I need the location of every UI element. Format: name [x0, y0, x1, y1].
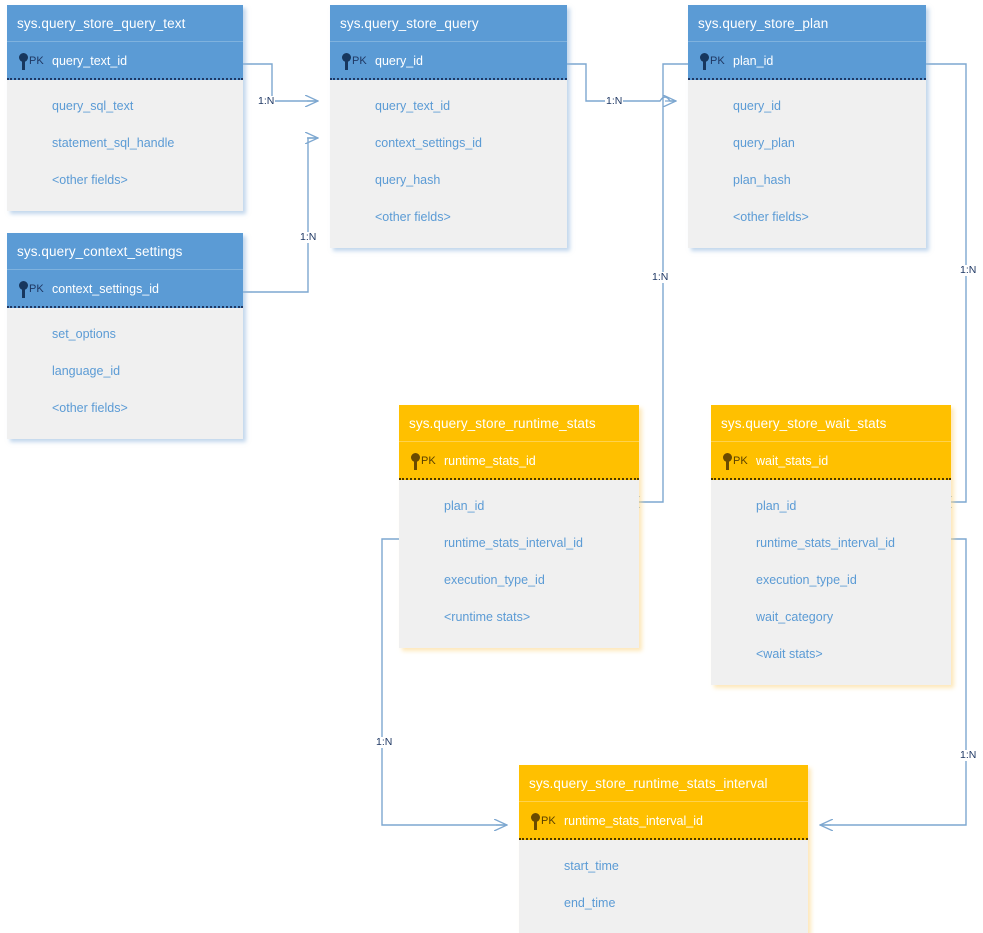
- primary-key-row[interactable]: PK runtime_stats_id: [399, 442, 639, 480]
- pk-tag: PK: [421, 455, 436, 467]
- entity-title: sys.query_context_settings: [7, 233, 243, 270]
- primary-key-row[interactable]: PK runtime_stats_interval_id: [519, 802, 808, 840]
- key-icon: [411, 453, 420, 470]
- key-icon: [19, 281, 28, 298]
- cardinality-label: 1:N: [959, 264, 978, 276]
- key-icon: [342, 53, 351, 70]
- primary-key-row[interactable]: PK wait_stats_id: [711, 442, 951, 480]
- pk-tag: PK: [352, 55, 367, 67]
- field-row[interactable]: runtime_stats_interval_id: [444, 536, 583, 550]
- pk-tag: PK: [733, 455, 748, 467]
- pk-tag: PK: [710, 55, 725, 67]
- field-list: plan_id runtime_stats_interval_id execut…: [399, 480, 639, 648]
- entity-title: sys.query_store_runtime_stats_interval: [519, 765, 808, 802]
- cardinality-label: 1:N: [605, 95, 624, 107]
- key-icon: [723, 453, 732, 470]
- field-row[interactable]: query_text_id: [375, 99, 451, 113]
- field-row[interactable]: set_options: [52, 327, 116, 341]
- cardinality-label: 1:N: [651, 271, 670, 283]
- entity-title: sys.query_store_query: [330, 5, 567, 42]
- pk-field-name: query_text_id: [52, 54, 128, 68]
- field-row[interactable]: query_id: [733, 99, 781, 113]
- entity-query-store-runtime-stats[interactable]: sys.query_store_runtime_stats PK runtime…: [399, 405, 639, 648]
- entity-query-store-query-text[interactable]: sys.query_store_query_text PK query_text…: [7, 5, 243, 211]
- entity-query-store-plan[interactable]: sys.query_store_plan PK plan_id query_id…: [688, 5, 926, 248]
- field-row[interactable]: <wait stats>: [756, 647, 823, 661]
- field-row[interactable]: runtime_stats_interval_id: [756, 536, 895, 550]
- entity-query-store-wait-stats[interactable]: sys.query_store_wait_stats PK wait_stats…: [711, 405, 951, 685]
- field-row[interactable]: execution_type_id: [444, 573, 545, 587]
- field-list: query_text_id context_settings_id query_…: [330, 80, 567, 248]
- key-icon: [531, 813, 540, 830]
- entity-query-context-settings[interactable]: sys.query_context_settings PK context_se…: [7, 233, 243, 439]
- pk-field-name: context_settings_id: [52, 282, 160, 296]
- primary-key-row[interactable]: PK plan_id: [688, 42, 926, 80]
- primary-key-row[interactable]: PK query_text_id: [7, 42, 243, 80]
- field-row[interactable]: <other fields>: [375, 210, 451, 224]
- key-icon: [700, 53, 709, 70]
- pk-field-name: runtime_stats_id: [444, 454, 536, 468]
- pk-field-name: runtime_stats_interval_id: [564, 814, 703, 828]
- field-row[interactable]: <runtime stats>: [444, 610, 531, 624]
- cardinality-label: 1:N: [257, 95, 276, 107]
- field-row[interactable]: <other fields>: [52, 401, 128, 415]
- field-row[interactable]: context_settings_id: [375, 136, 483, 150]
- primary-key-row[interactable]: PK query_id: [330, 42, 567, 80]
- field-row[interactable]: execution_type_id: [756, 573, 857, 587]
- pk-field-name: plan_id: [733, 54, 774, 68]
- cardinality-label: 1:N: [375, 736, 394, 748]
- field-row[interactable]: <other fields>: [733, 210, 809, 224]
- entity-title: sys.query_store_wait_stats: [711, 405, 951, 442]
- field-row[interactable]: plan_hash: [733, 173, 791, 187]
- field-row[interactable]: query_hash: [375, 173, 441, 187]
- field-list: query_sql_text statement_sql_handle <oth…: [7, 80, 243, 211]
- field-list: start_time end_time: [519, 840, 808, 933]
- field-row[interactable]: plan_id: [756, 499, 797, 513]
- entity-title: sys.query_store_runtime_stats: [399, 405, 639, 442]
- field-row[interactable]: wait_category: [756, 610, 834, 624]
- primary-key-row[interactable]: PK context_settings_id: [7, 270, 243, 308]
- key-icon: [19, 53, 28, 70]
- pk-tag: PK: [29, 55, 44, 67]
- field-row[interactable]: start_time: [564, 859, 619, 873]
- field-list: query_id query_plan plan_hash <other fie…: [688, 80, 926, 248]
- entity-title: sys.query_store_query_text: [7, 5, 243, 42]
- pk-tag: PK: [541, 815, 556, 827]
- connector-query-text-to-query: [243, 63, 318, 101]
- entity-query-store-runtime-stats-interval[interactable]: sys.query_store_runtime_stats_interval P…: [519, 765, 808, 933]
- pk-field-name: query_id: [375, 54, 423, 68]
- field-row[interactable]: query_plan: [733, 136, 795, 150]
- entity-query-store-query[interactable]: sys.query_store_query PK query_id query_…: [330, 5, 567, 248]
- field-list: plan_id runtime_stats_interval_id execut…: [711, 480, 951, 685]
- pk-field-name: wait_stats_id: [756, 454, 829, 468]
- field-row[interactable]: <other fields>: [52, 173, 128, 187]
- field-row[interactable]: query_sql_text: [52, 99, 134, 113]
- connector-context-settings-to-query: [243, 138, 318, 293]
- field-list: set_options language_id <other fields>: [7, 308, 243, 439]
- field-row[interactable]: plan_id: [444, 499, 485, 513]
- cardinality-label: 1:N: [959, 749, 978, 761]
- entity-title: sys.query_store_plan: [688, 5, 926, 42]
- pk-tag: PK: [29, 283, 44, 295]
- field-row[interactable]: statement_sql_handle: [52, 136, 175, 150]
- field-row[interactable]: language_id: [52, 364, 121, 378]
- cardinality-label: 1:N: [299, 231, 318, 243]
- field-row[interactable]: end_time: [564, 896, 616, 910]
